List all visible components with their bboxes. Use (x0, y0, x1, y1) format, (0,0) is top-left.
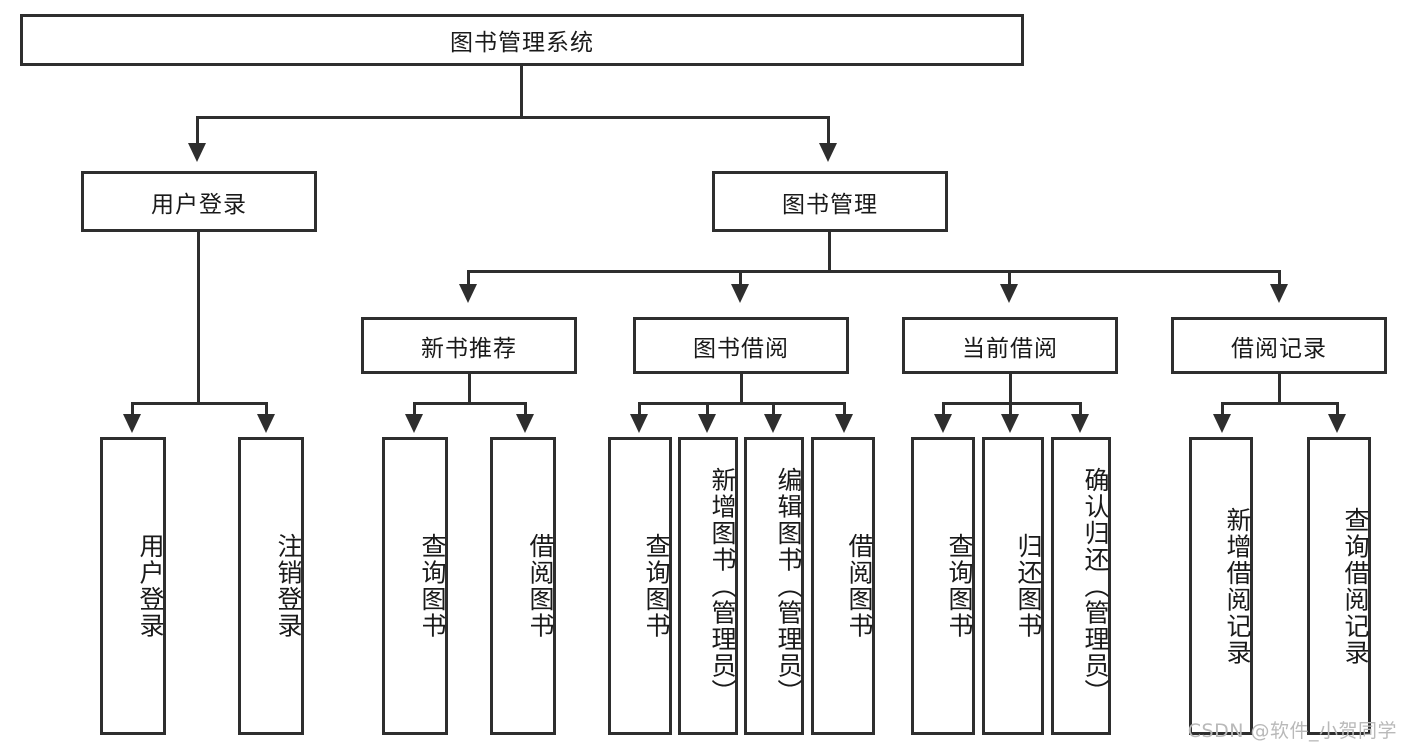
arrowhead-leaf-query-book-2 (630, 414, 648, 433)
node-new-book-rec[interactable]: 新书推荐 (361, 317, 577, 374)
arrowhead-leaf-user-login (123, 414, 141, 433)
node-leaf-query-record-label: 查询借阅记录 (1341, 506, 1370, 666)
connector-bb-drop-3 (772, 402, 775, 418)
connector-root-to-user-login (196, 116, 199, 146)
connector-nbr-drop-1 (413, 402, 416, 418)
connector-cb-bus (942, 402, 1082, 405)
connector-user-login-stem (197, 232, 200, 404)
arrowhead-book-borrow (731, 284, 749, 303)
connector-book-manage-bus (467, 270, 1281, 273)
connector-bb-drop-4 (843, 402, 846, 418)
connector-br-stem (1278, 374, 1281, 404)
node-leaf-query-book-3[interactable]: 查询图书 (911, 437, 975, 735)
node-leaf-user-logout[interactable]: 注销登录 (238, 437, 304, 735)
arrowhead-leaf-borrow-book-1 (516, 414, 534, 433)
node-leaf-add-record[interactable]: 新增借阅记录 (1189, 437, 1253, 735)
arrowhead-new-book-rec (459, 284, 477, 303)
connector-nbr-stem (468, 374, 471, 404)
arrowhead-leaf-user-logout (257, 414, 275, 433)
connector-br-drop-1 (1221, 402, 1224, 418)
node-book-manage[interactable]: 图书管理 (712, 171, 948, 232)
connector-book-manage-stem (828, 232, 831, 272)
arrowhead-leaf-return-book (1001, 414, 1019, 433)
arrowhead-leaf-add-record (1213, 414, 1231, 433)
node-book-borrow[interactable]: 图书借阅 (633, 317, 849, 374)
connector-cb-drop-1 (942, 402, 945, 418)
connector-root-stem (520, 66, 523, 118)
connector-bm-drop-4 (1278, 270, 1281, 287)
arrowhead-leaf-query-book-1 (405, 414, 423, 433)
connector-bm-drop-2 (739, 270, 742, 287)
node-leaf-query-book-1[interactable]: 查询图书 (382, 437, 448, 735)
connector-bb-stem (740, 374, 743, 404)
arrowhead-user-login (188, 143, 206, 162)
connector-bb-drop-2 (706, 402, 709, 418)
arrowhead-leaf-edit-book (764, 414, 782, 433)
node-leaf-return-book[interactable]: 归还图书 (982, 437, 1044, 735)
connector-user-login-bus (131, 402, 268, 405)
node-leaf-add-record-label: 新增借阅记录 (1223, 506, 1252, 666)
node-leaf-user-login-label: 用户登录 (136, 533, 165, 639)
node-leaf-confirm-return-label: 确认归还（管理员） (1081, 466, 1110, 706)
node-book-borrow-label: 图书借阅 (693, 335, 789, 362)
node-root-label: 图书管理系统 (450, 30, 594, 56)
watermark-text: CSDN @软件_小贺同学 (1187, 720, 1397, 742)
arrowhead-leaf-query-book-3 (934, 414, 952, 433)
node-leaf-borrow-book-1[interactable]: 借阅图书 (490, 437, 556, 735)
node-root[interactable]: 图书管理系统 (20, 14, 1024, 66)
node-user-login[interactable]: 用户登录 (81, 171, 317, 232)
connector-bm-drop-1 (467, 270, 470, 287)
node-user-login-label: 用户登录 (151, 191, 247, 218)
node-leaf-user-login[interactable]: 用户登录 (100, 437, 166, 735)
connector-user-login-drop-1 (131, 402, 134, 418)
arrowhead-current-borrow (1000, 284, 1018, 303)
arrowhead-leaf-borrow-book-2 (835, 414, 853, 433)
connector-cb-drop-3 (1079, 402, 1082, 418)
node-leaf-borrow-book-2-label: 借阅图书 (845, 533, 874, 639)
node-current-borrow[interactable]: 当前借阅 (902, 317, 1118, 374)
connector-root-to-book-manage (827, 116, 830, 146)
node-leaf-query-record[interactable]: 查询借阅记录 (1307, 437, 1371, 735)
node-leaf-confirm-return[interactable]: 确认归还（管理员） (1051, 437, 1111, 735)
connector-nbr-drop-2 (524, 402, 527, 418)
node-current-borrow-label: 当前借阅 (962, 335, 1058, 362)
node-borrow-record-label: 借阅记录 (1231, 335, 1327, 362)
arrowhead-leaf-add-book (698, 414, 716, 433)
connector-br-drop-2 (1336, 402, 1339, 418)
connector-bb-bus (638, 402, 846, 405)
arrowhead-leaf-confirm-return (1071, 414, 1089, 433)
connector-cb-stem (1009, 374, 1012, 404)
node-leaf-add-book[interactable]: 新增图书（管理员） (678, 437, 738, 735)
node-new-book-rec-label: 新书推荐 (421, 335, 517, 362)
node-leaf-query-book-1-label: 查询图书 (418, 533, 447, 639)
node-leaf-borrow-book-1-label: 借阅图书 (526, 533, 555, 639)
node-leaf-borrow-book-2[interactable]: 借阅图书 (811, 437, 875, 735)
node-borrow-record[interactable]: 借阅记录 (1171, 317, 1387, 374)
connector-root-bus (196, 116, 830, 119)
connector-user-login-drop-2 (265, 402, 268, 418)
node-leaf-edit-book-label: 编辑图书（管理员） (774, 466, 803, 706)
node-leaf-add-book-label: 新增图书（管理员） (708, 466, 737, 706)
node-leaf-edit-book[interactable]: 编辑图书（管理员） (744, 437, 804, 735)
arrowhead-book-manage (819, 143, 837, 162)
node-leaf-query-book-2-label: 查询图书 (642, 533, 671, 639)
connector-bm-drop-3 (1008, 270, 1011, 287)
connector-nbr-bus (413, 402, 527, 405)
arrowhead-borrow-record (1270, 284, 1288, 303)
arrowhead-leaf-query-record (1328, 414, 1346, 433)
node-leaf-return-book-label: 归还图书 (1014, 533, 1043, 639)
node-book-manage-label: 图书管理 (782, 191, 878, 218)
connector-bb-drop-1 (638, 402, 641, 418)
node-leaf-query-book-3-label: 查询图书 (945, 533, 974, 639)
connector-br-bus (1221, 402, 1339, 405)
connector-cb-drop-2 (1009, 402, 1012, 418)
node-leaf-user-logout-label: 注销登录 (274, 533, 303, 639)
node-leaf-query-book-2[interactable]: 查询图书 (608, 437, 672, 735)
